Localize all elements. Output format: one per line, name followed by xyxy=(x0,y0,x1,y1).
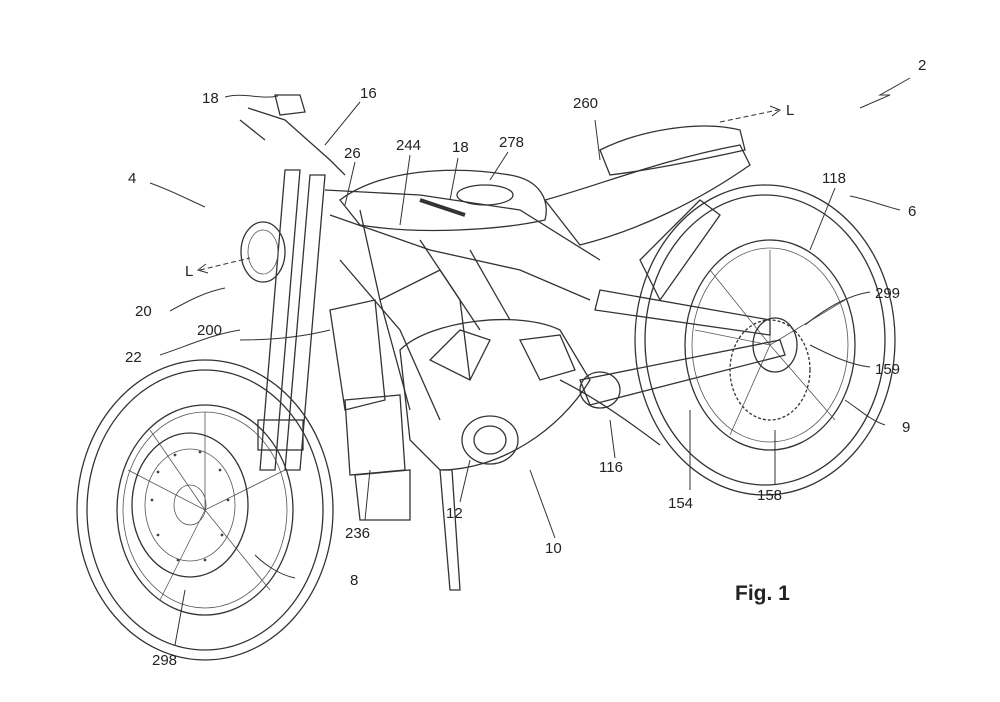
ref-9: 9 xyxy=(902,419,910,436)
ref-118: 118 xyxy=(822,170,846,187)
ref-244: 244 xyxy=(396,137,421,154)
ref-22: 22 xyxy=(125,349,142,366)
reference-labels: 2 4 6 8 9 10 12 16 18 18 20 22 26 116 11… xyxy=(125,57,926,669)
front-fork xyxy=(257,169,326,471)
ref-18-tank: 18 xyxy=(452,139,469,156)
engine xyxy=(399,318,591,471)
exhaust xyxy=(559,379,661,446)
ref-6: 6 xyxy=(908,203,916,220)
leader-lines xyxy=(149,77,911,646)
axis-L-front: L xyxy=(185,257,251,280)
front-brake-disc xyxy=(131,432,249,578)
radiator xyxy=(329,299,411,521)
ref-159: 159 xyxy=(875,361,900,378)
ref-4: 4 xyxy=(128,170,136,187)
front-wheel xyxy=(76,359,334,661)
swingarm xyxy=(579,289,786,409)
axis-L-rear: L xyxy=(719,102,794,123)
ref-20: 20 xyxy=(135,303,152,320)
ref-236: 236 xyxy=(345,525,370,542)
ref-8: 8 xyxy=(350,572,358,589)
ref-298: 298 xyxy=(152,652,177,669)
ref-260: 260 xyxy=(573,95,598,112)
kickstand xyxy=(439,469,461,591)
ref-2: 2 xyxy=(918,57,926,74)
rear-wheel xyxy=(634,184,896,496)
ref-158: 158 xyxy=(757,487,782,504)
handlebar xyxy=(239,94,346,176)
ref-26: 26 xyxy=(344,145,361,162)
ref-12: 12 xyxy=(446,505,463,522)
axis-label-rear: L xyxy=(786,102,794,119)
ref-154: 154 xyxy=(668,495,693,512)
ref-200: 200 xyxy=(197,322,222,339)
ref-278: 278 xyxy=(499,134,524,151)
ref-299: 299 xyxy=(875,285,900,302)
ref-18-handlebar: 18 xyxy=(202,90,219,107)
ref-10: 10 xyxy=(545,540,562,557)
ref-116: 116 xyxy=(599,459,623,476)
ref-16: 16 xyxy=(360,85,377,102)
trellis-frame xyxy=(324,189,601,421)
fuel-tank xyxy=(339,169,547,232)
figure-caption: Fig. 1 xyxy=(735,582,790,605)
axis-label-front: L xyxy=(185,263,193,280)
seat-and-tail xyxy=(543,125,751,302)
headlight xyxy=(240,221,286,283)
